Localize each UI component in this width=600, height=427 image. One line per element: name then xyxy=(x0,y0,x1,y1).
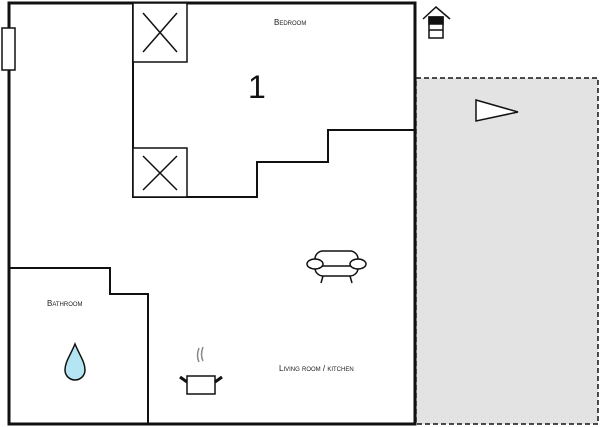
cooking-pot-icon xyxy=(179,346,223,395)
bedroom-label: Bedroom xyxy=(274,18,306,27)
chimney-icon xyxy=(132,147,188,198)
water-drop-icon xyxy=(64,342,86,381)
sun-direction-icon xyxy=(475,99,519,122)
entrance-icon xyxy=(422,5,451,39)
bedroom-number: 1 xyxy=(248,69,266,105)
living-room-label: Living room / kitchen xyxy=(279,364,354,373)
window xyxy=(1,27,16,71)
bathroom-wall xyxy=(9,267,149,424)
chimney-icon xyxy=(132,2,188,63)
sofa-icon xyxy=(306,250,367,284)
bathroom-label: Bathroom xyxy=(47,299,83,308)
terrace xyxy=(415,77,599,425)
